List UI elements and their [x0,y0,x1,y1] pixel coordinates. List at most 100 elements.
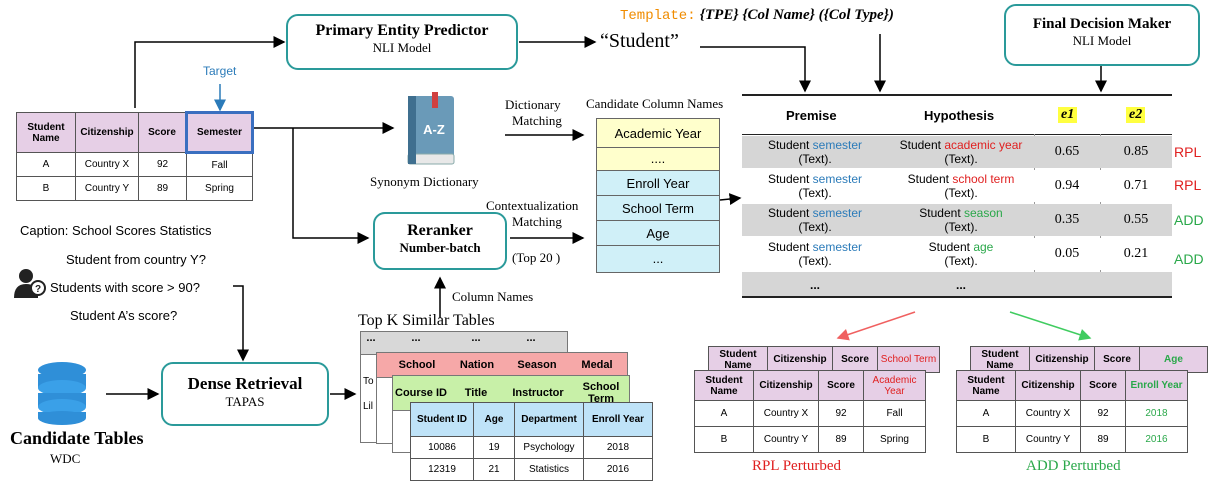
rpl-cell: Fall [863,400,926,427]
database-icon [38,362,86,425]
premise-type: (Text). [798,254,832,268]
stack3-header: Title [464,387,488,399]
stack2-side: To [363,376,374,387]
rpl-cell: Country Y [753,426,819,453]
stack1-cell: ... [526,332,536,344]
premise-type: (Text). [798,186,832,200]
rpl-cell: 89 [818,426,864,453]
add-cell: 92 [1080,400,1126,427]
source-cell: Country Y [75,176,139,201]
reranker-title: Reranker [407,222,473,239]
e1-value: 0.05 [1054,246,1080,261]
stack1-cell: ... [471,332,481,344]
rpl-header: Student Name [694,370,754,401]
stack4-cell: 12319 [410,458,474,481]
add-cell: 2018 [1125,400,1188,427]
pep-subtitle: NLI Model [372,40,432,55]
ellipsis: ... [955,278,966,292]
context-matching-l3: (Top 20 ) [512,250,561,265]
stack4-cell: 10086 [410,436,474,459]
premise-type: (Text). [798,152,832,166]
add-header: Student Name [956,370,1016,401]
decision-row: Student semester(Text). Student school t… [742,170,1172,202]
e2-value: 0.55 [1123,212,1149,227]
add-cell: Country X [1015,400,1081,427]
decision-header-e2: e2 [1126,107,1146,123]
stack4-cell: 19 [473,436,515,459]
add-cell: 2016 [1125,426,1188,453]
source-table: Student Name Citizenship Score Semester … [16,111,254,201]
hypothesis-column: school term [952,172,1015,186]
context-matching-l2: Matching [512,214,562,229]
decision-row-ellipsis: ... ... [742,272,1172,296]
user-question-icon: ? [14,269,46,298]
top-k-label: Top K Similar Tables [358,312,495,329]
candidate-item: School Term [596,195,720,221]
add-cell: B [956,426,1016,453]
decision-header-e1: e1 [1058,107,1078,123]
rpl-cell: 92 [818,400,864,427]
stack4-cell: Psychology [514,436,584,459]
premise-column: semester [812,206,863,220]
rpl-perturbed-label: RPL Perturbed [752,458,842,474]
add-header: Score [1080,370,1126,401]
stack1-cell: ... [366,332,376,344]
add-back-header: Score [1094,346,1140,373]
target-label: Target [203,64,237,78]
decision-header-hypothesis: Hypothesis [924,108,995,123]
stack4-header: Age [473,402,515,437]
hypothesis-column: age [973,240,994,254]
hypothesis-type: (Text). [944,186,978,200]
e1-value: 0.94 [1054,178,1080,193]
add-header: Citizenship [1015,370,1081,401]
source-cell: 92 [138,152,187,177]
source-cell: A [16,152,76,177]
decision-tag: ADD [1174,212,1204,228]
e2-value: 0.85 [1123,144,1149,159]
svg-text:?: ? [35,284,41,295]
question-3: Student A’s score? [70,308,178,323]
stack2-header: School [398,359,436,371]
ellipsis: ... [809,278,820,292]
context-matching-l1: Contextualization [486,198,579,213]
premise-column: semester [812,172,863,186]
caption-text: Caption: School Scores Statistics [20,223,212,238]
svg-text:A-Z: A-Z [423,122,445,137]
add-header: Enroll Year [1125,370,1188,401]
premise-text: Student [767,206,813,220]
candidate-tables-subtitle: WDC [50,451,81,466]
decision-tag: RPL [1174,177,1202,193]
stack2-header: Medal [581,359,613,371]
source-col-header: Score [138,112,187,153]
stack2-header: Season [517,359,557,371]
hypothesis-text: Student [907,172,953,186]
add-cell: Country Y [1015,426,1081,453]
add-back-header: Student Name [970,346,1030,373]
rpl-cell: Country X [753,400,819,427]
rpl-back-table-header: Student Name Citizenship Score School Te… [708,346,940,373]
hypothesis-type: (Text). [944,254,978,268]
decision-tag: RPL [1174,144,1202,160]
source-col-header-target: Semester [185,111,254,154]
rpl-cell: Spring [863,426,926,453]
candidate-item: .... [596,147,720,171]
candidate-item: ... [596,245,720,273]
fdm-subtitle: NLI Model [1072,33,1132,48]
source-col-header: Student Name [16,112,76,153]
e2-value: 0.71 [1123,178,1149,193]
stack2-header: Nation [459,359,495,371]
stack4-header: Student ID [410,402,474,437]
premise-column: semester [812,138,863,152]
add-table: Student Name Citizenship Score Enroll Ye… [956,370,1188,453]
add-back-header: Citizenship [1029,346,1095,373]
stack4-cell: 21 [473,458,515,481]
decision-header-premise: Premise [786,108,837,123]
template-prefix: Template: [620,8,696,24]
source-col-header: Citizenship [75,112,139,153]
hypothesis-column: season [964,206,1003,220]
rpl-header: Citizenship [753,370,819,401]
stack4-cell: 2016 [583,458,653,481]
rpl-back-header: Student Name [708,346,768,373]
candidate-column-names-header: Candidate Column Names [586,96,724,111]
